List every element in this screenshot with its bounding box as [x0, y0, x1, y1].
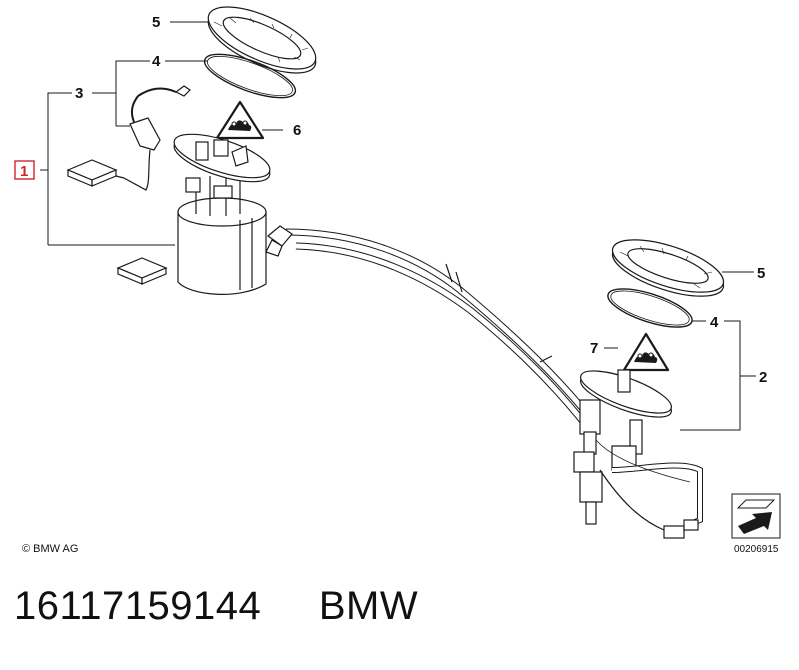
warning-label-icon-right — [622, 332, 670, 372]
callout-3: 3 — [75, 85, 83, 102]
reference-number: 00206915 — [734, 544, 779, 555]
copyright-text: © BMW AG — [22, 543, 78, 555]
callout-7: 7 — [590, 340, 598, 357]
seal-ring-top — [207, 6, 317, 74]
fuel-level-sender-right — [573, 369, 703, 539]
warning-label-icon — [215, 100, 265, 140]
fuel-lines — [285, 228, 595, 431]
part-number-line: 16117159144 BMW — [14, 584, 418, 629]
level-sensor — [66, 85, 191, 191]
o-ring-right — [607, 288, 693, 328]
callout-4-top: 4 — [152, 53, 161, 70]
callout-4-right: 4 — [710, 314, 719, 331]
brand-name: BMW — [318, 584, 419, 628]
callout-6: 6 — [293, 122, 301, 139]
hose-connector — [265, 225, 293, 257]
fuel-pump-module — [116, 133, 271, 295]
seal-ring-right — [611, 239, 725, 297]
part-number: 16117159144 — [14, 584, 262, 628]
callout-5-right: 5 — [757, 265, 765, 282]
reference-box — [731, 493, 781, 539]
o-ring-top — [203, 53, 297, 99]
callout-2: 2 — [759, 369, 767, 386]
callout-1: 1 — [20, 163, 28, 180]
callout-1-highlight-box — [14, 160, 35, 180]
leader-lines — [40, 21, 756, 431]
callout-5-top: 5 — [152, 14, 160, 31]
